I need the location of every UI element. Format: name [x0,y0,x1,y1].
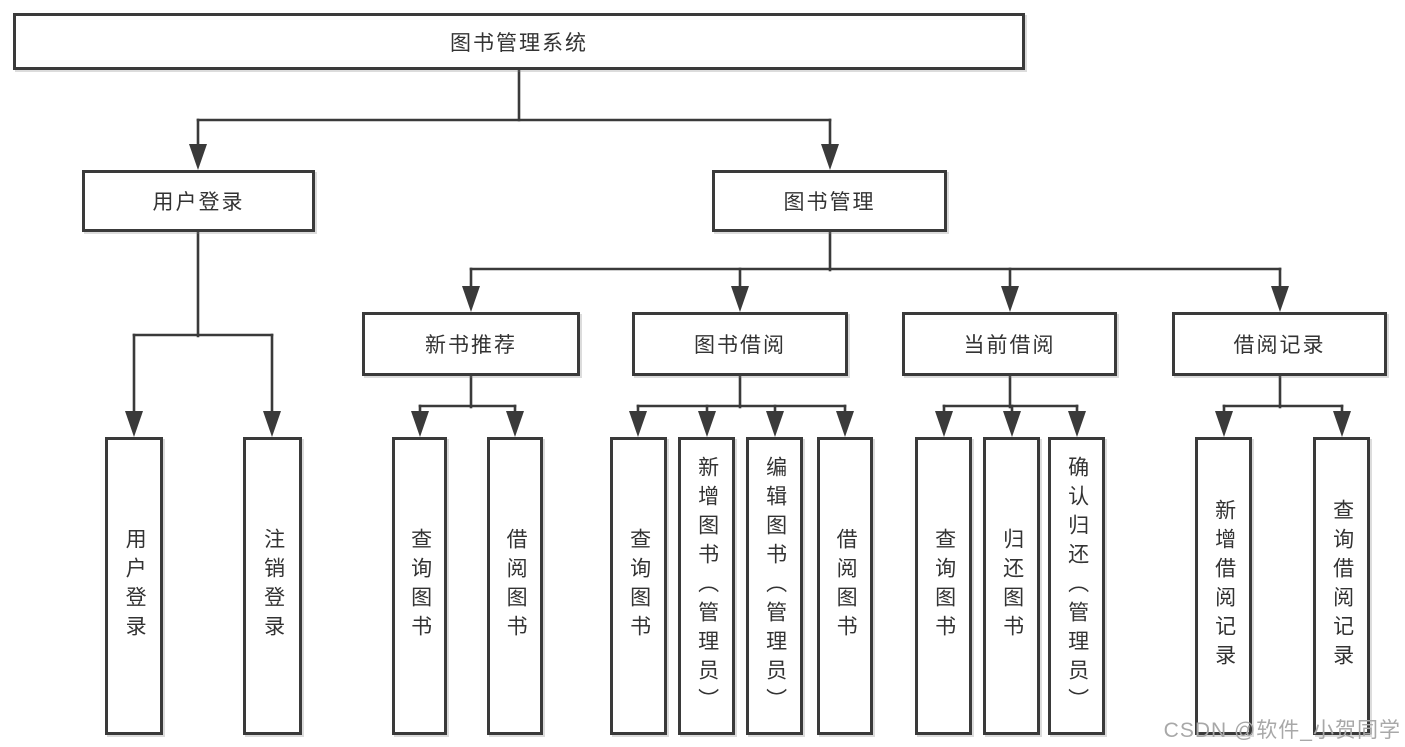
node-label: 查询图书 [627,528,651,644]
arrowhead-book-management [821,144,839,170]
arrowhead-leaf-borrow1 [506,411,524,437]
arrowhead-user-login [189,144,207,170]
node-label: 借阅图书 [834,528,858,644]
node-new-book-recommend: 新书推荐 [362,312,580,376]
leaf-edit-books-admin: 编辑图书（管理员） [746,437,803,735]
leaf-query-books-2: 查询图书 [610,437,667,735]
leaf-borrow-books-1: 借阅图书 [487,437,543,735]
leaf-borrow-books-2: 借阅图书 [817,437,873,735]
arrowhead-leaf-return [1003,411,1021,437]
node-book-management: 图书管理 [712,170,947,232]
node-library-management-system: 图书管理系统 [13,13,1025,70]
node-current-borrow: 当前借阅 [902,312,1117,376]
node-label: 查询图书 [932,528,956,644]
arrowhead-leaf-user-login [125,411,143,437]
node-label: 确认归还（管理员） [1065,455,1089,717]
leaf-add-books-admin: 新增图书（管理员） [678,437,735,735]
arrowhead-leaf-query3 [935,411,953,437]
arrowhead-leaf-query-record [1333,411,1351,437]
leaf-add-borrow-record: 新增借阅记录 [1195,437,1252,735]
node-label: 当前借阅 [963,334,1056,357]
node-borrow-records: 借阅记录 [1172,312,1387,376]
arrowhead-leaf-query1 [411,411,429,437]
arrowhead-leaf-logout [263,411,281,437]
leaf-query-books-1: 查询图书 [392,437,447,735]
leaf-query-borrow-record: 查询借阅记录 [1313,437,1370,735]
arrowhead-leaf-add-book [698,411,716,437]
node-label: 编辑图书（管理员） [763,455,787,717]
arrowhead-leaf-edit-book [766,411,784,437]
node-label: 图书借阅 [694,334,786,357]
leaf-user-login: 用户登录 [105,437,163,735]
leaf-logout: 注销登录 [243,437,302,735]
node-label: 图书管理系统 [450,31,588,55]
arrowhead-leaf-borrow2 [836,411,854,437]
node-user-login: 用户登录 [82,170,315,232]
arrowhead-current-borrow [1001,286,1019,312]
node-label: 新书推荐 [425,334,517,357]
node-label: 新增图书（管理员） [695,455,719,717]
arrowhead-leaf-add-record [1215,411,1233,437]
node-label: 借阅记录 [1233,334,1326,357]
node-label: 用户登录 [123,528,147,644]
node-label: 归还图书 [1000,528,1024,644]
node-label: 新增借阅记录 [1212,499,1236,673]
node-label: 注销登录 [261,528,285,644]
node-book-borrow: 图书借阅 [632,312,848,376]
leaf-query-books-3: 查询图书 [915,437,972,735]
arrowhead-leaf-confirm-return [1068,411,1086,437]
arrowhead-book-borrow [731,286,749,312]
node-label: 查询图书 [408,528,432,644]
arrowhead-leaf-query2 [629,411,647,437]
arrowhead-borrow-records [1271,286,1289,312]
arrowhead-new-book [462,286,480,312]
node-label: 查询借阅记录 [1330,499,1354,673]
node-label: 图书管理 [783,191,876,214]
csdn-watermark: CSDN @软件_小贺同学 [1163,719,1401,742]
leaf-return-books: 归还图书 [983,437,1040,735]
node-label: 借阅图书 [504,528,528,644]
node-label: 用户登录 [152,191,245,214]
leaf-confirm-return-admin: 确认归还（管理员） [1048,437,1105,735]
